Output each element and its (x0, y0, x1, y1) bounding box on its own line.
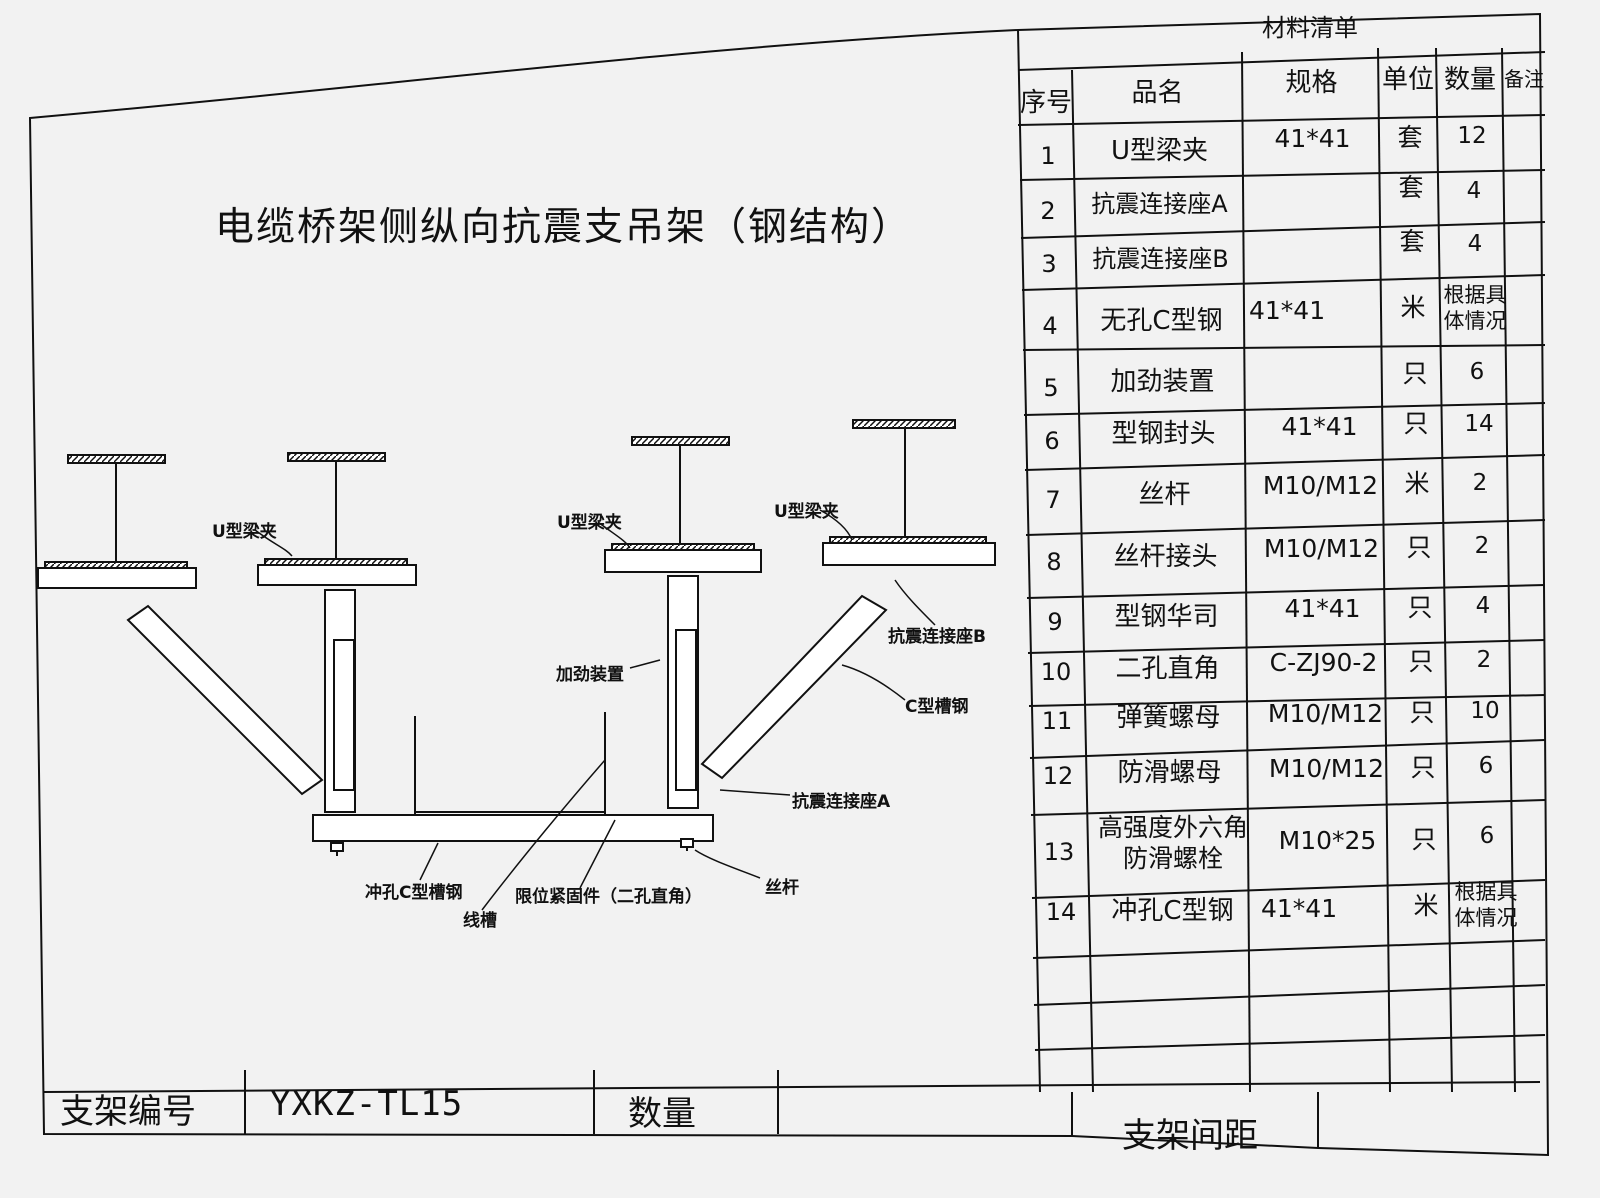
diagonal-brace-left (126, 604, 324, 796)
footer-code-label: 支架编号 (60, 1092, 196, 1132)
label-limit-fastener: 限位紧固件（二孔直角） (515, 887, 702, 907)
label-punched-channel: 冲孔C型槽钢 (365, 883, 463, 903)
material-list-title: 材料清单 (1262, 14, 1358, 42)
header-spec: 规格 (1285, 67, 1338, 98)
u-clamp-1 (37, 567, 197, 589)
label-u-clamp-3: U型梁夹 (774, 502, 839, 522)
diagonal-brace-right (700, 594, 888, 780)
header-name: 品名 (1131, 77, 1184, 108)
beam-flange-1 (67, 454, 166, 464)
table-frame (1017, 29, 1041, 1093)
bottom-channel (312, 814, 714, 842)
footer-qty-label: 数量 (628, 1094, 696, 1134)
u-clamp-3 (604, 549, 762, 573)
label-u-clamp-1: U型梁夹 (212, 522, 277, 542)
beam-flange-3 (631, 436, 730, 446)
beam-flange-2 (287, 452, 386, 462)
header-unit: 单位 (1381, 64, 1434, 95)
u-clamp-4 (822, 542, 996, 566)
label-wire-trough: 线槽 (463, 911, 497, 931)
header-qty: 数量 (1443, 64, 1496, 95)
drawing-title: 电缆桥架侧纵向抗震支吊架（钢结构） (215, 205, 913, 250)
label-threaded-rod: 丝杆 (765, 878, 799, 898)
header-remark: 备注 (1504, 66, 1544, 91)
footer-spacing-label: 支架间距 (1122, 1116, 1258, 1156)
label-seismic-a: 抗震连接座A (792, 792, 891, 812)
u-clamp-2 (257, 564, 417, 586)
beam-flange-4 (852, 419, 956, 429)
header-no: 序号 (1020, 87, 1073, 118)
footer-code-value: YXKZ-TL15 (270, 1084, 464, 1124)
label-c-channel: C型槽钢 (905, 697, 969, 717)
label-u-clamp-2: U型梁夹 (557, 513, 622, 533)
label-seismic-b: 抗震连接座B (888, 627, 986, 647)
label-stiffener: 加劲装置 (556, 665, 624, 685)
